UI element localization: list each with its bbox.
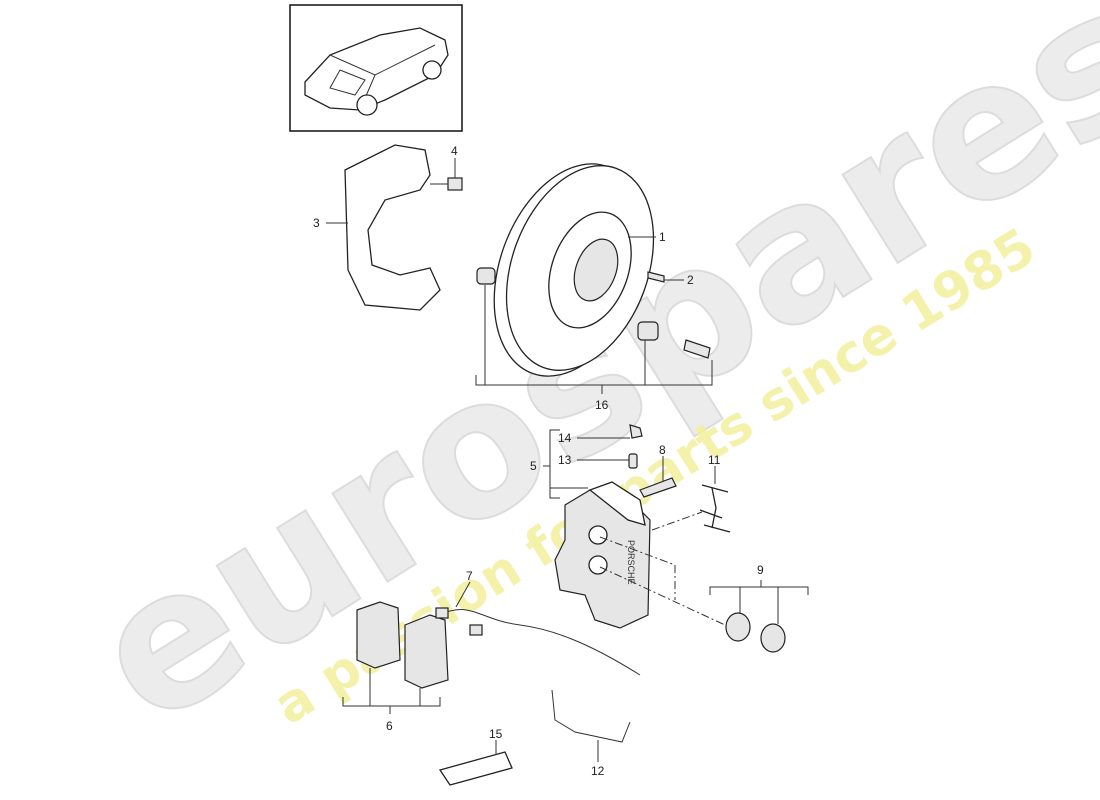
callout-1: 1 <box>659 230 666 244</box>
part-2-screw <box>647 271 665 283</box>
part-8-pin <box>639 477 677 498</box>
part-3-brake-shield <box>344 144 441 311</box>
part-16-bolt <box>683 339 711 359</box>
part-1-brake-disc <box>493 163 655 377</box>
callout-8: 8 <box>659 443 666 457</box>
part-16-spacer-left <box>476 267 496 285</box>
callout-7: 7 <box>466 569 473 583</box>
part-9-seal <box>725 612 751 642</box>
callouts: 1 2 3 4 5 6 7 8 9 11 12 13 14 15 16 <box>313 144 809 778</box>
part-6-brake-pad-2 <box>404 614 449 689</box>
part-12-brake-line <box>551 689 631 743</box>
watermark-brand: eurospares <box>57 0 1100 768</box>
callout-5: 5 <box>530 459 537 473</box>
callout-6: 6 <box>386 719 393 733</box>
callout-11: 11 <box>708 453 721 467</box>
part-11-spring <box>699 484 731 533</box>
callout-14: 14 <box>558 431 572 445</box>
part-15-grease-tube <box>438 751 513 786</box>
caliper-marking: PORSCHE <box>626 540 636 585</box>
callout-4: 4 <box>451 144 458 158</box>
part-9-seal-2 <box>760 623 786 653</box>
part-16-spacer-right <box>637 321 659 341</box>
part-13-bleed-valve <box>628 453 638 469</box>
wheel-icon <box>356 94 378 116</box>
callout-2: 2 <box>687 273 694 287</box>
vehicle-thumbnail <box>289 4 463 132</box>
part-5-brake-caliper: PORSCHE <box>554 481 651 629</box>
callout-15: 15 <box>489 727 503 741</box>
callout-3: 3 <box>313 216 320 230</box>
callout-12: 12 <box>591 764 605 778</box>
part-6-brake-pad <box>356 601 401 669</box>
callout-9: 9 <box>757 563 764 577</box>
part-14-cap <box>629 424 643 439</box>
part-4-bolt <box>430 177 463 191</box>
part-7-wear-sensor <box>439 609 641 676</box>
callout-13: 13 <box>558 453 572 467</box>
watermark: eurospares a passion for parts since 198… <box>56 0 1100 769</box>
callout-16: 16 <box>595 398 609 412</box>
